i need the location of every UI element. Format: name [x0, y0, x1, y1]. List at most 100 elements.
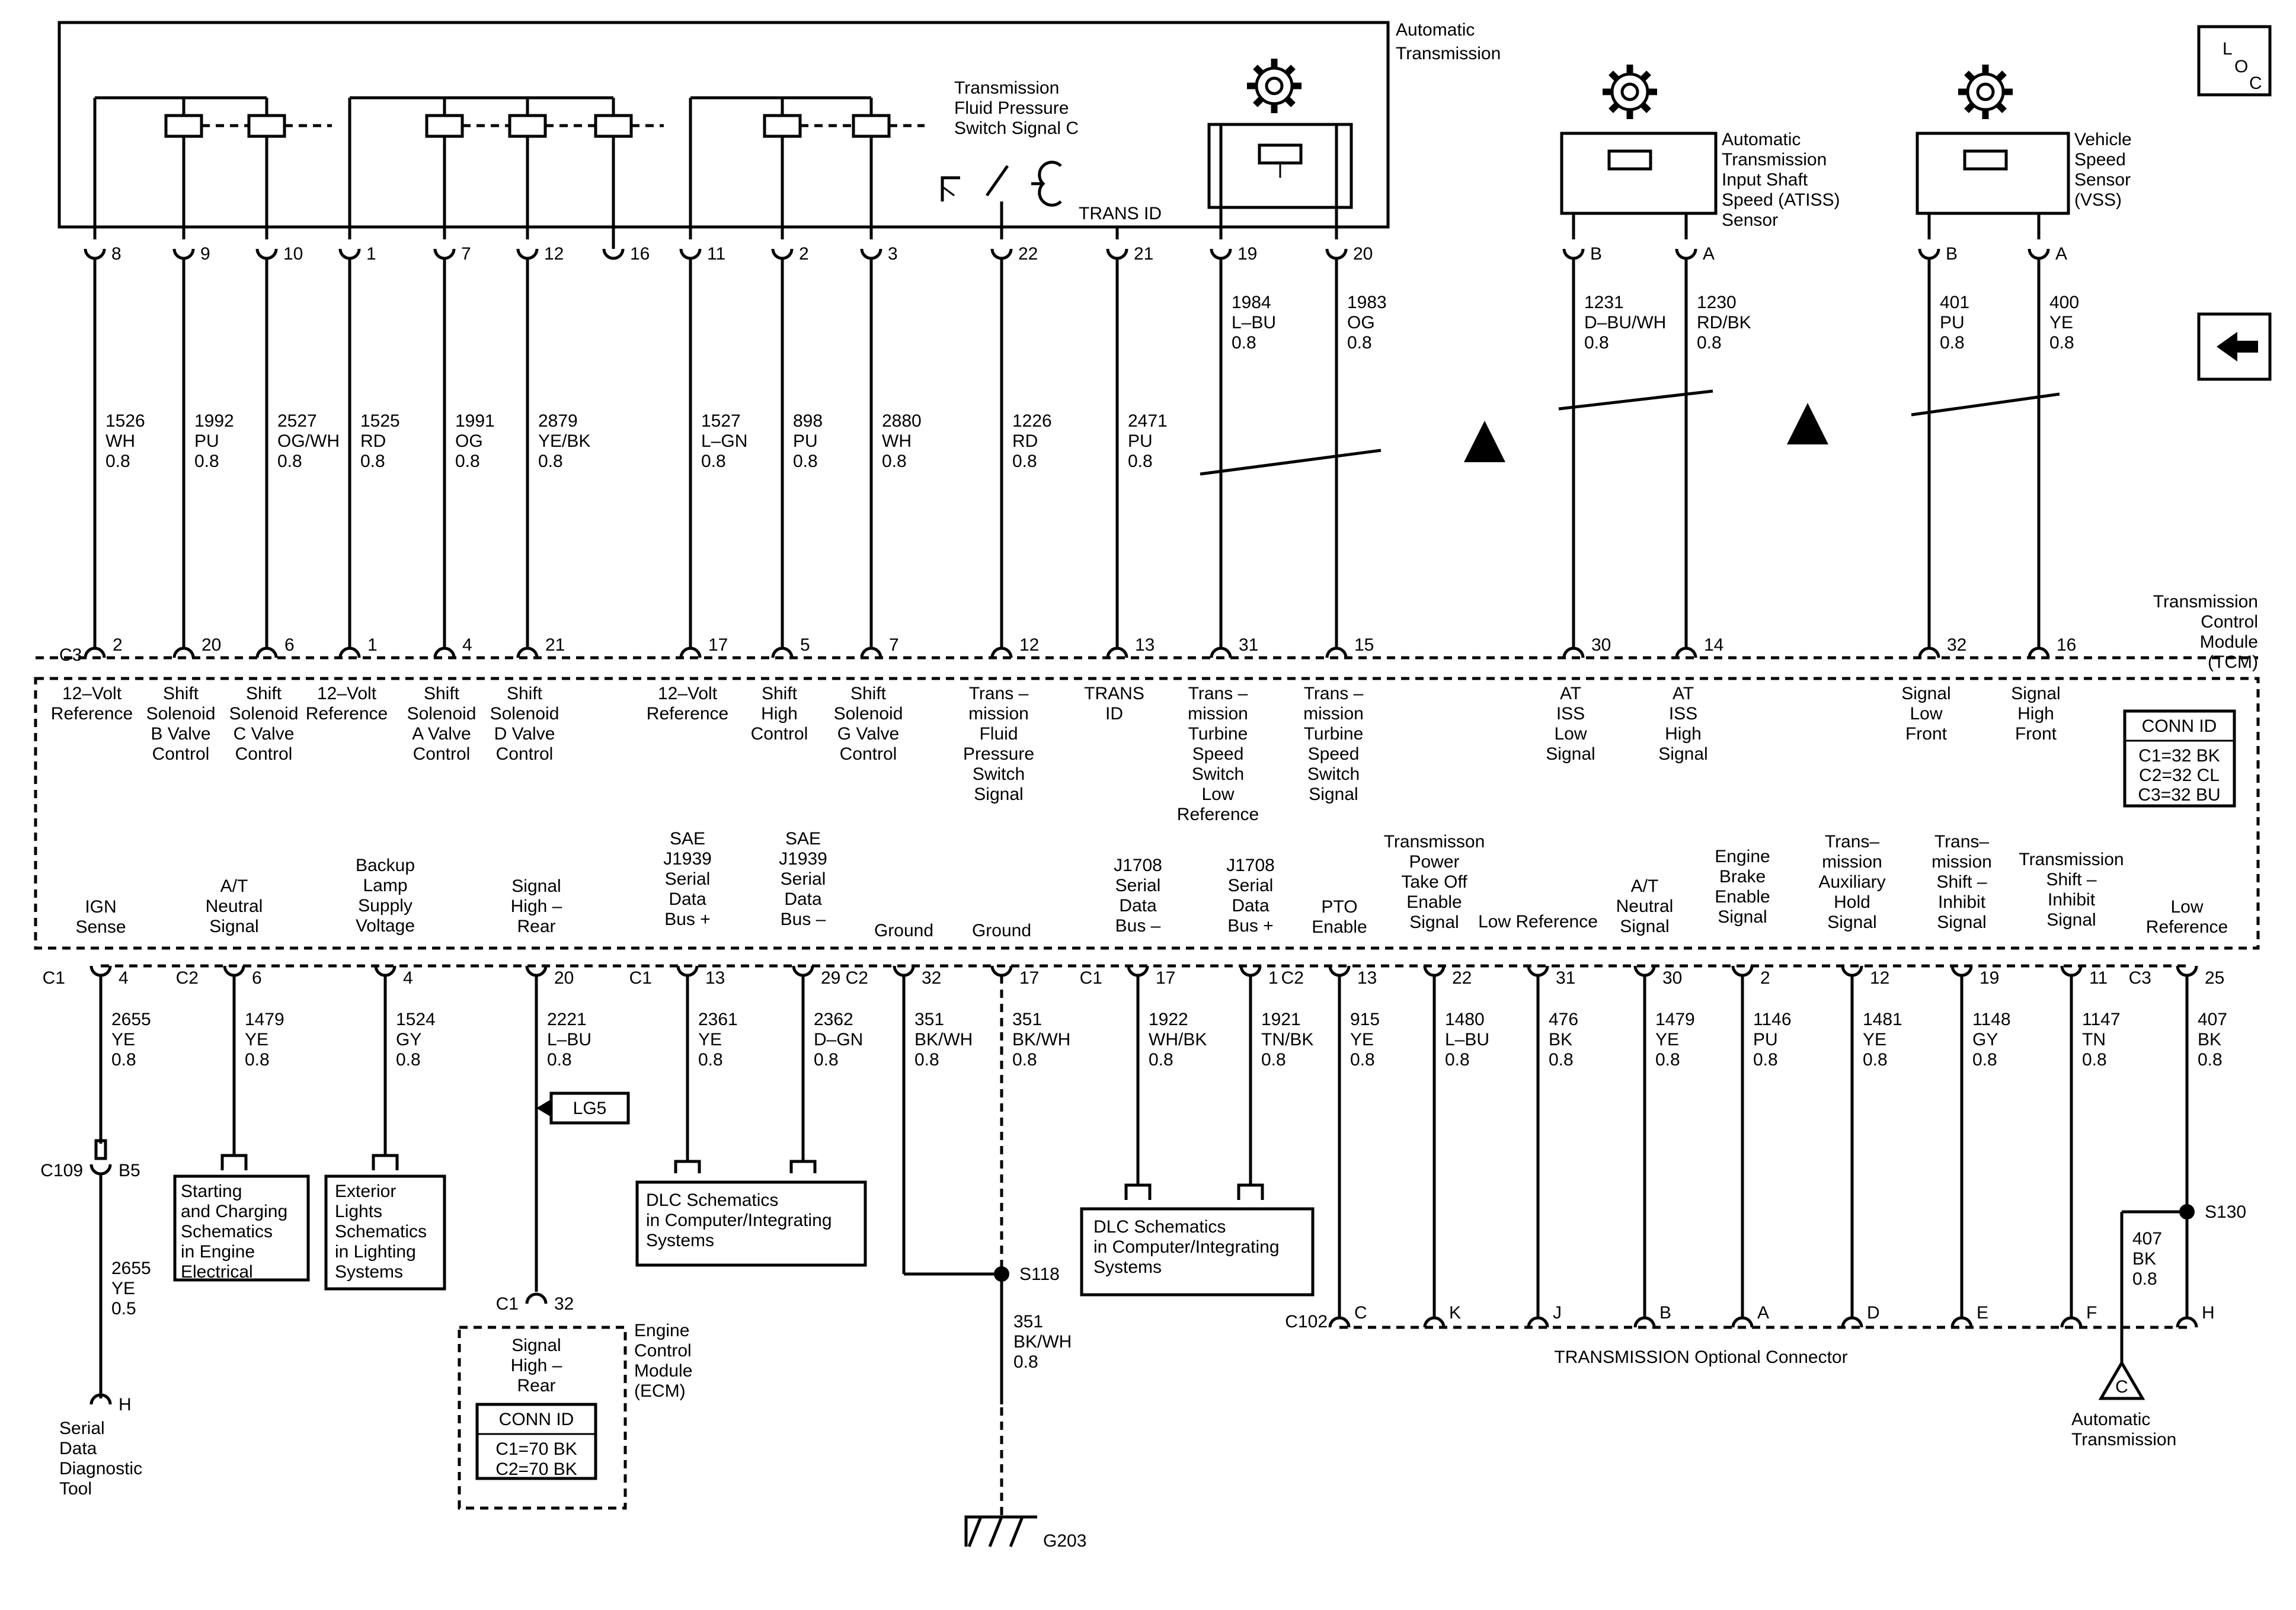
bottom-connector-pin: 20: [554, 968, 574, 988]
sensor-element: [1963, 149, 2008, 171]
wire-label: 1147: [2082, 1010, 2121, 1029]
wire-label: 0.8: [1655, 1050, 1680, 1070]
tcm-function-label: Control: [152, 744, 210, 764]
wire-label: 0.8: [1753, 1050, 1778, 1070]
wire-label: 0.8: [538, 452, 563, 471]
top-pin-number: 16: [630, 244, 650, 264]
tcm-function-label: Ground: [972, 921, 1031, 940]
optional-connector-pin: J: [1553, 1303, 1562, 1323]
tcm-function-label: Switch: [1192, 764, 1244, 784]
top-pin-number: 1: [366, 244, 376, 264]
vss-sensor-label: Sensor: [2074, 170, 2131, 190]
wire-label: PU: [1940, 313, 1965, 332]
wire-label: 0.8: [111, 1050, 136, 1070]
connector-pin: [433, 248, 456, 260]
reference-bracket: [789, 1160, 817, 1173]
wire-label: 0.8: [1445, 1050, 1470, 1070]
starting-charging-label: in Engine: [181, 1242, 255, 1262]
wire-label: 476: [1549, 1010, 1578, 1029]
connector-pin: [771, 248, 794, 260]
optional-connector-pin: F: [2086, 1303, 2097, 1323]
ecm-title: Module: [634, 1361, 692, 1381]
wire-label: 0.8: [455, 452, 480, 471]
wire-label: 401: [1940, 293, 1969, 312]
wire-label: 0.8: [1584, 333, 1609, 353]
tcm-function-label: B Valve: [151, 724, 210, 744]
top-pin-number: 20: [1353, 244, 1373, 264]
tcm-function-label: Supply: [358, 896, 412, 916]
connector-pin: [1918, 248, 1940, 260]
vss-sensor-label: (VSS): [2074, 190, 2122, 210]
exterior-lights-label: Systems: [335, 1262, 403, 1282]
tcm-function-label: AT: [1560, 684, 1581, 703]
wire-label: L–GN: [701, 431, 747, 451]
tcm-function-label: Inhibit: [2048, 890, 2096, 910]
connector-pin: [1562, 646, 1585, 658]
bottom-connector-pin: 13: [705, 968, 725, 988]
tcm-function-label: Front: [2015, 724, 2057, 744]
tcm-function-label: Shift –: [2046, 870, 2096, 889]
top-pin-number: 22: [1018, 244, 1038, 264]
tcm-function-label: Control: [840, 744, 897, 764]
tcm-function-label: Data: [669, 889, 706, 909]
solenoid: [763, 114, 802, 138]
tcm-function-label: Neutral: [1616, 897, 1674, 916]
connector-pin: [990, 646, 1013, 658]
warning-icon: [1787, 403, 1828, 444]
bottom-pin-number: 7: [889, 635, 899, 655]
wire-label: YE/BK: [538, 431, 590, 451]
conn-id-line: C3=32 BU: [2138, 785, 2220, 805]
tcm-function-label: Solenoid: [834, 704, 903, 724]
wire-label: 0.8: [1012, 1050, 1037, 1070]
bottom-pin-number: 13: [1135, 635, 1155, 655]
exterior-lights-label: Lights: [335, 1202, 382, 1221]
connector-pin: [1106, 646, 1128, 658]
tcm-function-label: Pressure: [963, 744, 1034, 764]
wire-label: WH: [882, 431, 912, 451]
automatic-transmission-title: Automatic: [1396, 20, 1475, 40]
atiss-sensor-label: Transmission: [1722, 150, 1827, 169]
bottom-connector-pin: 17: [1019, 968, 1039, 988]
tcm-function-label: Signal: [1827, 913, 1876, 932]
tcm-function-label: IGN: [85, 897, 116, 917]
dlc-box-label: DLC Schematics: [646, 1190, 778, 1210]
switch-blade: [985, 165, 1009, 197]
wire-label: 1146: [1753, 1010, 1792, 1029]
loc-letter: L: [2223, 39, 2233, 59]
wire-label: RD/BK: [1697, 313, 1751, 332]
tcm-function-label: Signal: [2046, 910, 2096, 930]
wire-label: 0.8: [882, 452, 907, 471]
ecm-title: Control: [634, 1341, 692, 1361]
tcm-function-label: C Valve: [234, 724, 295, 744]
tcm-function-label: Control: [413, 744, 471, 764]
wire-label: 1922: [1149, 1010, 1188, 1029]
tcm-function-label: Serial: [1115, 876, 1161, 895]
tcm-function-label: AT: [1673, 684, 1694, 703]
wire-label: 0.8: [793, 452, 818, 471]
tcm-function-label: Speed: [1308, 744, 1360, 764]
back-arrow-icon: [2217, 332, 2258, 361]
tcm-function-label: Low: [1910, 704, 1942, 724]
connector-pin: [1950, 1316, 1973, 1328]
tcm-function-label: 12–Volt: [62, 684, 122, 703]
wire-label: YE: [1655, 1030, 1679, 1049]
wire-label: BK: [1549, 1030, 1572, 1049]
wire-label: 0.5: [111, 1299, 136, 1318]
turbine-sensor-box: [1207, 123, 1353, 209]
top-pin-number: 8: [111, 244, 121, 264]
tcm-function-label: Shift: [507, 684, 543, 703]
dlc-box-label: DLC Schematics: [1093, 1217, 1226, 1237]
connector-pin: [1841, 1316, 1863, 1328]
connector-pin: [1633, 1316, 1656, 1328]
connector-pin: [2060, 1316, 2083, 1328]
dlc-box-label: in Computer/Integrating: [1093, 1237, 1280, 1257]
vss-sensor-label: Vehicle: [2074, 130, 2132, 149]
tcm-function-label: Trans –: [1188, 684, 1248, 703]
connector-id-label: C2: [1281, 968, 1304, 988]
wire-label: TN: [2082, 1030, 2106, 1049]
connector-pin: [338, 646, 361, 658]
tcm-function-label: Signal: [974, 785, 1023, 804]
top-pin-number: 12: [544, 244, 564, 264]
